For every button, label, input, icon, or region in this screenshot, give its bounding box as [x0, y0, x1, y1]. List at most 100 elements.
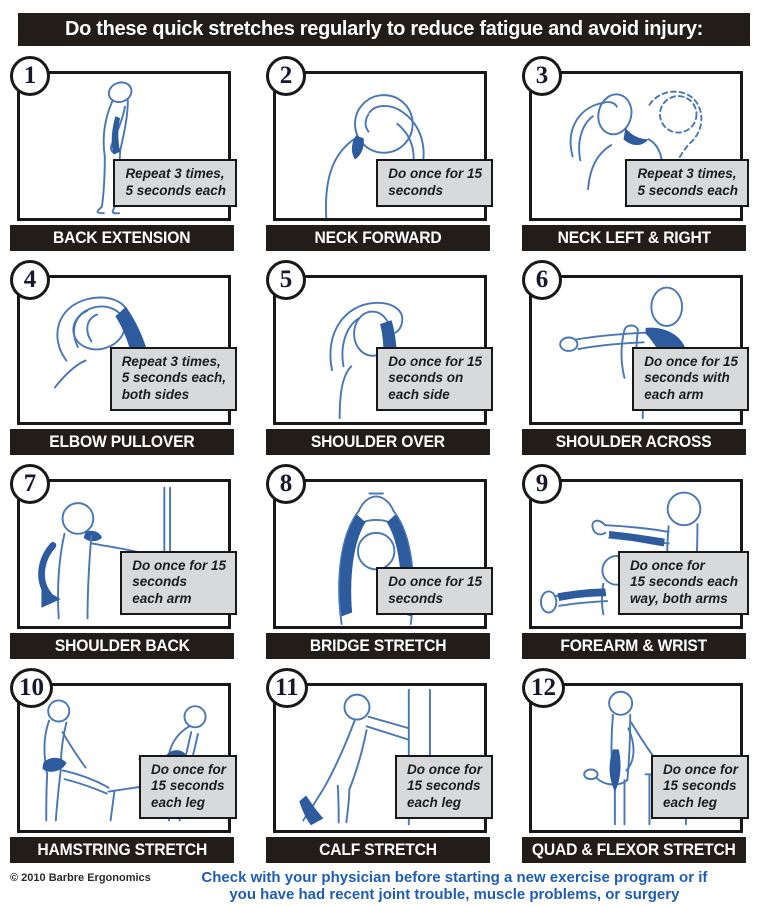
panel-hamstring-stretch: 10 [10, 668, 237, 863]
panel-canvas: Do once for 15 seconds each leg [17, 683, 237, 833]
panel-number: 5 [279, 266, 293, 293]
note-text: Do once for 15 seconds [388, 574, 482, 606]
panel-neck-left-right: 3 Repeat 3 times, 5 seconds each NECK LE… [522, 56, 749, 251]
panel-title-bar: SHOULDER OVER [266, 429, 490, 455]
panel-title: BRIDGE STRETCH [309, 636, 447, 655]
panel-number: 3 [535, 62, 549, 89]
panel-neck-forward: 2 Do once for 15 seconds NECK FORWARD [266, 56, 493, 251]
panel-title: SHOULDER OVER [310, 432, 446, 451]
panel-canvas: Do once for 15 seconds on each side [273, 275, 493, 425]
panel-canvas: Repeat 3 times, 5 seconds each, both sid… [17, 275, 237, 425]
panel-elbow-pullover: 4 Repeat 3 times, 5 seconds each, both s… [10, 260, 237, 455]
panel-title: BACK EXTENSION [53, 228, 191, 247]
panel-title: SHOULDER BACK [54, 636, 190, 655]
calf-stretch-illustration [299, 688, 431, 826]
note-text: Repeat 3 times, 5 seconds each [637, 166, 738, 198]
panel-canvas: Do once for 15 seconds [273, 71, 493, 221]
panel-title-bar: CALF STRETCH [266, 837, 490, 863]
stretch-grid: 1 Repeat 3 times, 5 seconds each BACK EX… [10, 56, 749, 863]
panel-canvas: Do once for 15 seconds with each arm [529, 275, 749, 425]
panel-calf-stretch: 11 Do once for 15 seconds each leg CALF … [266, 668, 493, 863]
panel-number: 8 [279, 470, 293, 497]
panel-number-badge: 7 [10, 464, 50, 504]
panel-number-badge: 5 [266, 260, 306, 300]
panel-quad-flexor-stretch: 12 Do once for 15 seconds each leg QUAD … [522, 668, 749, 863]
panel-title: NECK LEFT & RIGHT [557, 228, 711, 247]
panel-title-bar: FOREARM & WRIST [522, 633, 746, 659]
panel-number: 6 [535, 266, 549, 293]
panel-canvas: Do once for 15 seconds [273, 479, 493, 629]
panel-title-bar: BRIDGE STRETCH [266, 633, 490, 659]
panel-number-badge: 9 [522, 464, 562, 504]
instruction-note: Repeat 3 times, 5 seconds each [113, 159, 237, 207]
panel-number-badge: 12 [522, 668, 565, 708]
panel-title-bar: ELBOW PULLOVER [10, 429, 234, 455]
panel-number: 12 [531, 674, 556, 701]
panel-title-bar: NECK LEFT & RIGHT [522, 225, 746, 251]
panel-back-extension: 1 Repeat 3 times, 5 seconds each BACK EX… [10, 56, 237, 251]
note-text: Repeat 3 times, 5 seconds each [125, 166, 226, 198]
panel-title: CALF STRETCH [319, 840, 437, 859]
panel-number-badge: 4 [10, 260, 50, 300]
instruction-note: Do once for 15 seconds on each side [376, 346, 493, 411]
note-text: Repeat 3 times, 5 seconds each, both sid… [121, 353, 226, 402]
copyright-text: © 2010 Barbre Ergonomics [10, 872, 151, 884]
instruction-note: Repeat 3 times, 5 seconds each, both sid… [109, 346, 237, 411]
panel-number: 4 [23, 266, 37, 293]
page-title: Do these quick stretches regularly to re… [64, 18, 704, 40]
note-text: Do once for 15 seconds [388, 166, 482, 198]
panel-forearm-wrist: 9 Do once for 15 seconds each way, both … [522, 464, 749, 659]
panel-title-bar: SHOULDER ACROSS [522, 429, 746, 455]
note-text: Do once for 15 seconds each leg [150, 761, 226, 810]
panel-canvas: Do once for 15 seconds each leg [529, 683, 749, 833]
panel-canvas: Do once for 15 seconds each arm [17, 479, 237, 629]
neck-left-right-illustration [569, 90, 703, 191]
panel-number-badge: 8 [266, 464, 306, 504]
panel-shoulder-over: 5 Do once for 15 seconds on each side SH… [266, 260, 493, 455]
panel-title: SHOULDER ACROSS [556, 432, 712, 451]
panel-title: HAMSTRING STRETCH [37, 840, 207, 859]
panel-title-bar: NECK FORWARD [266, 225, 490, 251]
panel-shoulder-back: 7 Do once for 15 seconds each arm SHOULD… [10, 464, 237, 659]
neck-forward-illustration [324, 94, 425, 218]
panel-title-bar: BACK EXTENSION [10, 225, 234, 251]
instruction-note: Do once for 15 seconds each leg [138, 754, 237, 819]
panel-number-badge: 6 [522, 260, 562, 300]
panel-title-bar: SHOULDER BACK [10, 633, 234, 659]
panel-canvas: Do once for 15 seconds each leg [273, 683, 493, 833]
instruction-note: Do once for 15 seconds [376, 159, 493, 207]
panel-number: 11 [275, 674, 299, 701]
panel-title: NECK FORWARD [314, 228, 442, 247]
note-text: Do once for 15 seconds with each arm [644, 353, 738, 402]
note-text: Do once for 15 seconds each way, both ar… [629, 557, 738, 606]
panel-bridge-stretch: 8 Do once for 15 seconds BRIDGE STRETCH [266, 464, 493, 659]
panel-number-badge: 11 [266, 668, 308, 708]
note-text: Do once for 15 seconds on each side [388, 353, 482, 402]
panel-number-badge: 1 [10, 56, 50, 96]
panel-number: 1 [23, 62, 37, 89]
panel-number: 9 [535, 470, 549, 497]
panel-number: 2 [279, 62, 293, 89]
panel-number-badge: 3 [522, 56, 562, 96]
physician-disclaimer: Check with your physician before startin… [201, 869, 708, 904]
note-text: Do once for 15 seconds each arm [132, 557, 226, 606]
panel-number: 7 [23, 470, 37, 497]
panel-title-bar: HAMSTRING STRETCH [10, 837, 234, 863]
panel-canvas: Repeat 3 times, 5 seconds each [17, 71, 237, 221]
instruction-note: Do once for 15 seconds each way, both ar… [617, 550, 749, 615]
panel-canvas: Do once for 15 seconds each way, both ar… [529, 479, 749, 629]
panel-canvas: Repeat 3 times, 5 seconds each [529, 71, 749, 221]
instruction-note: Do once for 15 seconds with each arm [632, 346, 749, 411]
panel-shoulder-across: 6 Do once for 15 seconds with each arm S… [522, 260, 749, 455]
panel-title: ELBOW PULLOVER [49, 432, 195, 451]
panel-title: QUAD & FLEXOR STRETCH [532, 840, 736, 859]
panel-number: 10 [19, 674, 44, 701]
instruction-note: Do once for 15 seconds each leg [394, 754, 493, 819]
panel-title-bar: QUAD & FLEXOR STRETCH [522, 837, 746, 863]
panel-title: FOREARM & WRIST [560, 636, 708, 655]
note-text: Do once for 15 seconds each leg [662, 761, 738, 810]
panel-number-badge: 10 [10, 668, 53, 708]
instruction-note: Repeat 3 times, 5 seconds each [625, 159, 749, 207]
instruction-note: Do once for 15 seconds [376, 567, 493, 615]
note-text: Do once for 15 seconds each leg [406, 761, 482, 810]
